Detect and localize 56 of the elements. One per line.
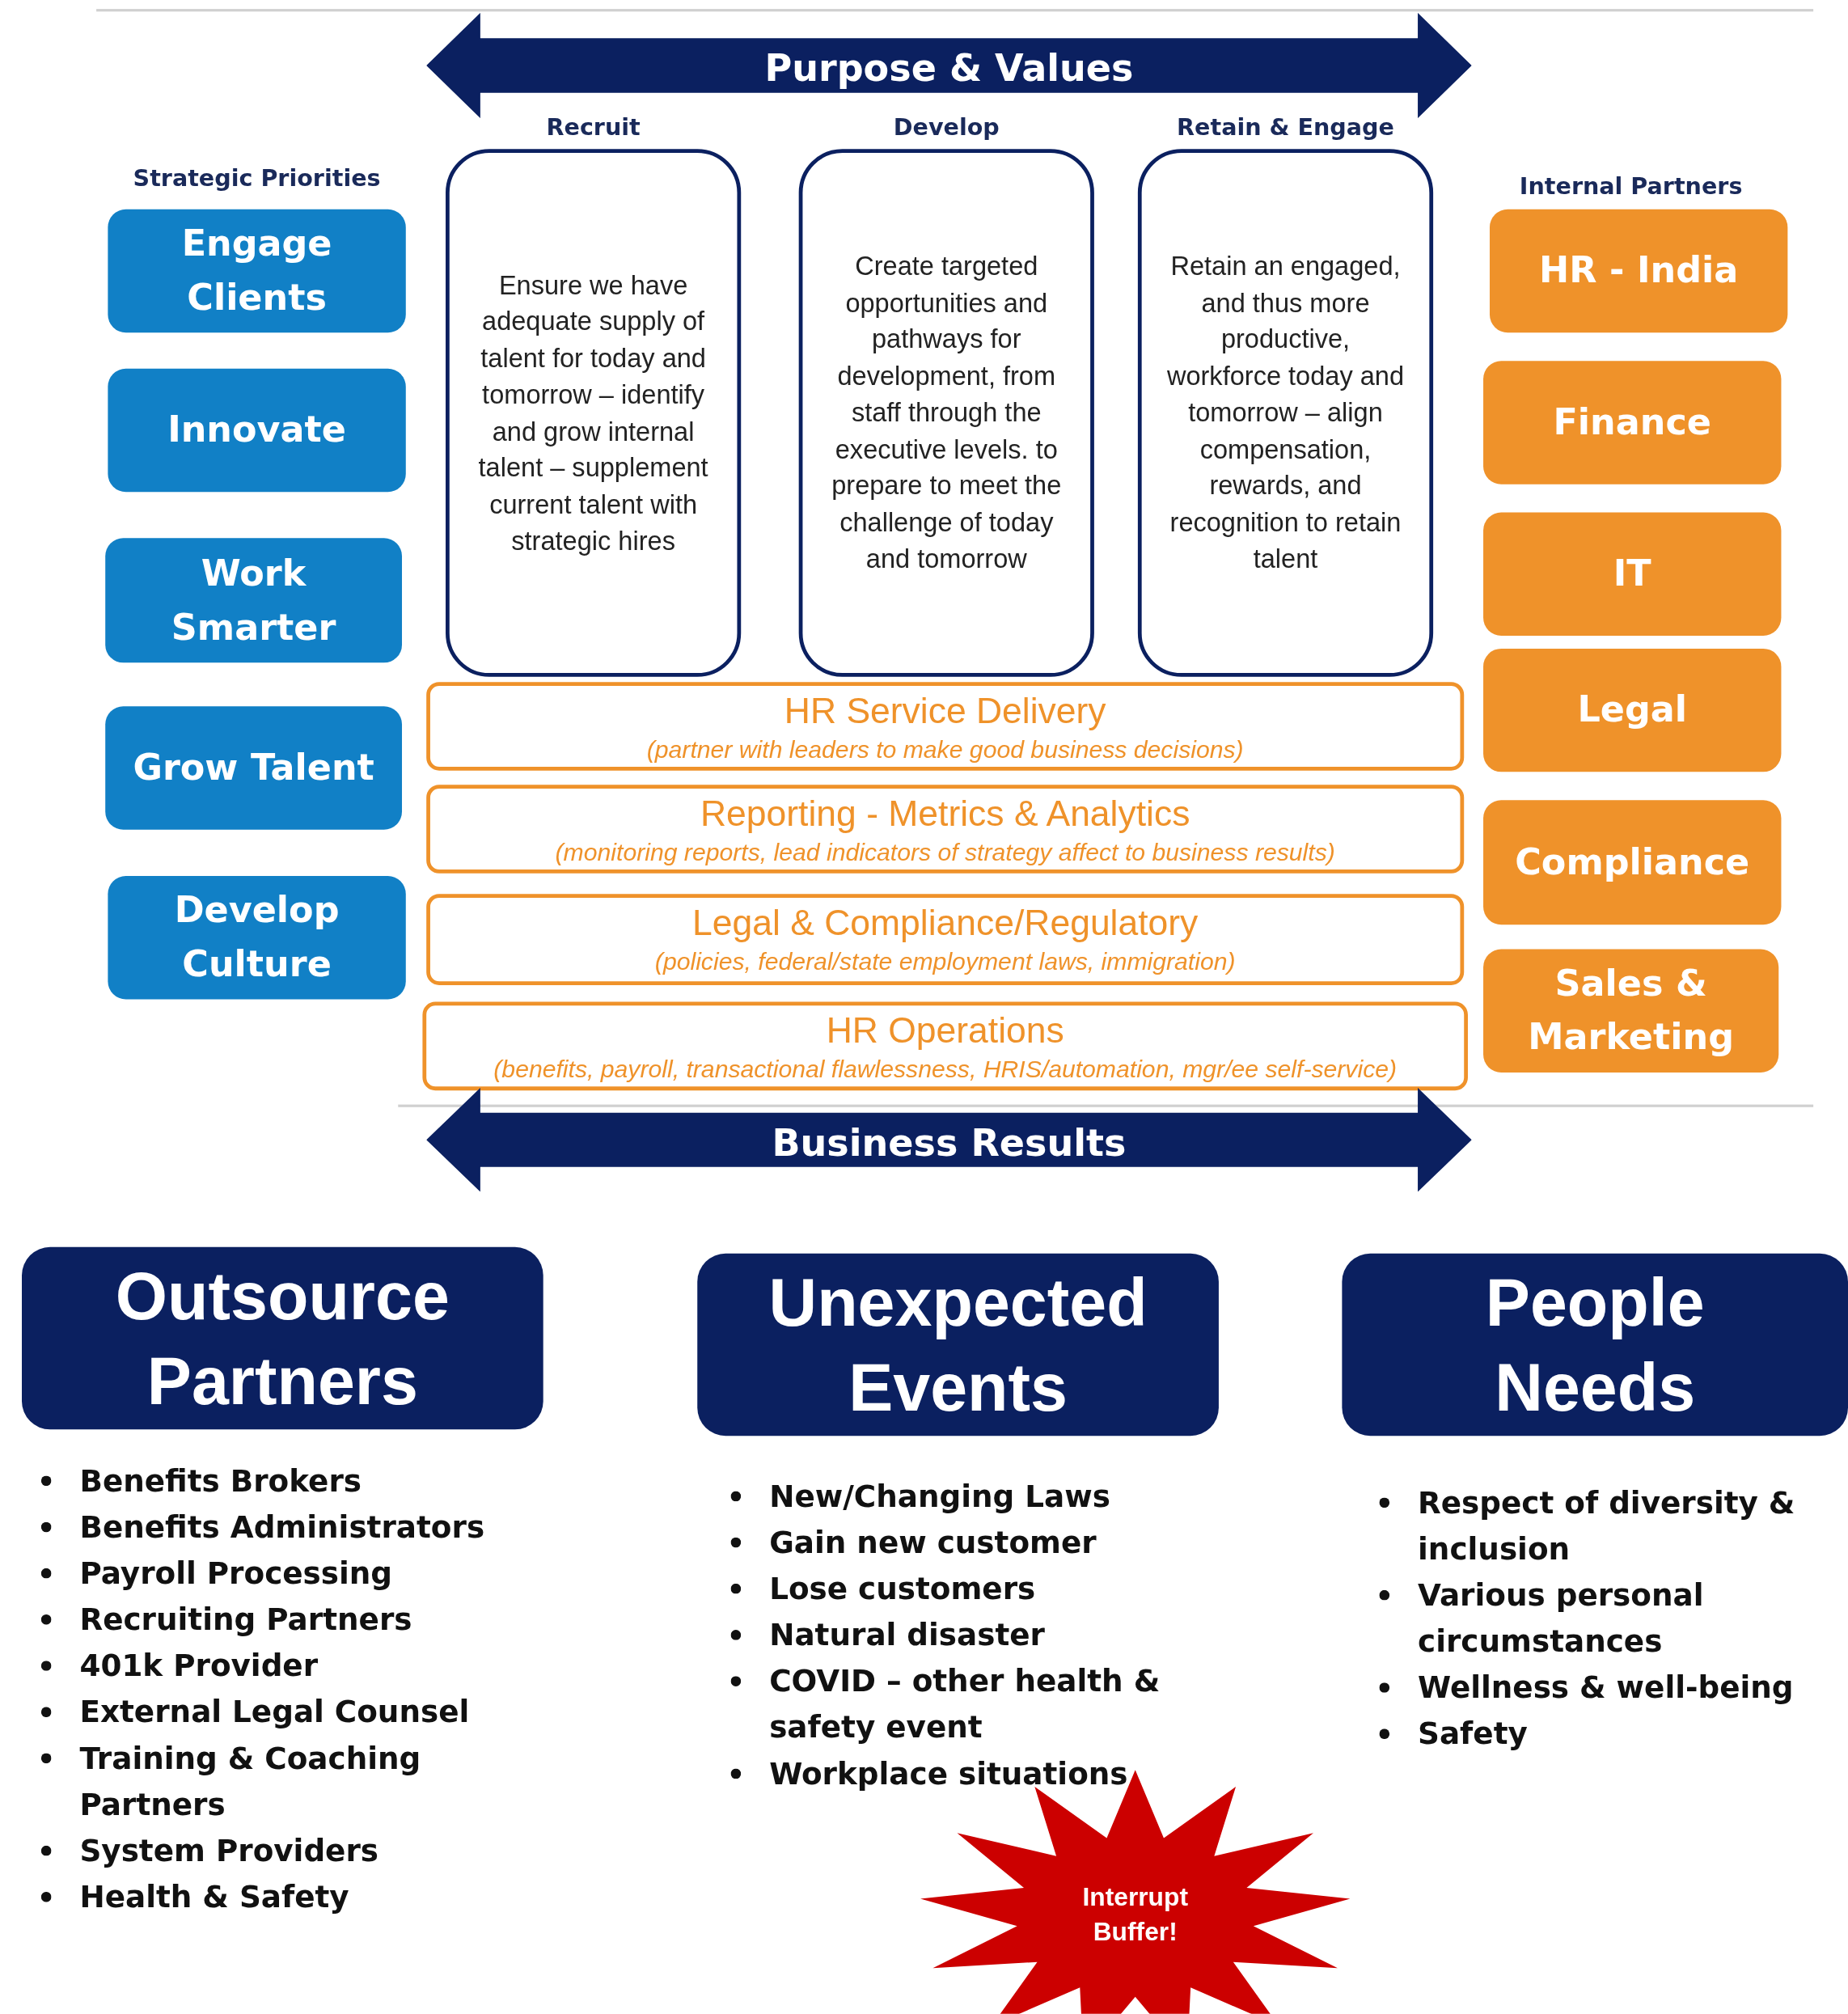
- bullet-text: COVID – other health & safety event: [769, 1663, 1161, 1745]
- bullet-text: External Legal Counsel: [79, 1694, 470, 1730]
- bullet-text: Payroll Processing: [79, 1555, 393, 1592]
- priority-tile: Legal: [1483, 648, 1782, 772]
- bullet-text: Respect of diversity & inclusion: [1418, 1484, 1795, 1568]
- header-box: Outsource Partners: [22, 1246, 543, 1430]
- priority-tile: Innovate: [108, 368, 406, 493]
- priority-tile: Compliance: [1483, 800, 1782, 925]
- arrow-label: Business Results: [772, 1120, 1127, 1164]
- priority-tile: IT: [1483, 512, 1782, 636]
- column-heading: Recruit: [546, 112, 641, 141]
- bullet-text: Safety: [1418, 1716, 1528, 1752]
- bullet-text: New/Changing Laws: [769, 1478, 1110, 1515]
- bullet-text: System Providers: [79, 1832, 379, 1869]
- starburst-label: Interrupt Buffer!: [1081, 1881, 1189, 1948]
- column-heading: Develop: [893, 112, 1000, 141]
- section-caption: Internal Partners: [1518, 171, 1744, 201]
- band-subtitle: (partner with leaders to make good business decisions): [646, 734, 1244, 765]
- band-title: Reporting - Metrics & Analytics: [700, 793, 1190, 836]
- arrow-label: Purpose & Values: [764, 45, 1134, 90]
- bullet-text: Lose customers: [769, 1571, 1036, 1607]
- header-box: People Needs: [1342, 1253, 1848, 1436]
- band-box: [426, 785, 1465, 874]
- band-box: [426, 894, 1465, 985]
- band-title: Legal & Compliance/Regulatory: [692, 902, 1199, 945]
- bullet-text: Workplace situations: [769, 1755, 1128, 1792]
- priority-tile: Sales & Marketing: [1483, 949, 1779, 1073]
- bullet-text: Wellness & well-being: [1418, 1669, 1794, 1706]
- column-text: Create targeted opportunities and pathways for development, from staff through the executive levels. to prepare to meet the challenge of today and tomorrow: [831, 250, 1063, 575]
- bullet-text: Training & Coaching Partners: [79, 1740, 421, 1823]
- bullet-text: Gain new customer: [769, 1524, 1097, 1561]
- header-box: Unexpected Events: [697, 1253, 1219, 1436]
- bullet-text: Natural disaster: [769, 1617, 1045, 1653]
- band-subtitle: (benefits, payroll, transactional flawlessness, HRIS/automation, mgr/ee self-service): [493, 1055, 1398, 1085]
- column-text: Ensure we have adequate supply of talent for today and tomorrow – identify and grow internal talent – supplement current talent with strategic hires: [477, 268, 709, 557]
- column-text: Retain an engaged, and thus more productive, workforce today and tomorrow – align compensation, rewards, and recognition to retain talent: [1165, 250, 1406, 575]
- bullet-text: Various personal circumstances: [1418, 1576, 1704, 1660]
- bullet-text: Recruiting Partners: [79, 1601, 412, 1638]
- band-subtitle: (policies, federal/state employment laws, immigration): [654, 946, 1236, 977]
- priority-tile: HR - India: [1490, 209, 1788, 333]
- bullet-text: Health & Safety: [79, 1879, 349, 1915]
- priority-tile: Work Smarter: [105, 538, 402, 663]
- priority-tile: Engage Clients: [108, 209, 406, 333]
- band-title: HR Operations: [826, 1009, 1064, 1052]
- band-box: [422, 1001, 1468, 1091]
- priority-tile: Finance: [1483, 361, 1782, 484]
- band-title: HR Service Delivery: [784, 690, 1106, 733]
- priority-tile: Grow Talent: [105, 706, 402, 830]
- section-caption: Strategic Priorities: [132, 164, 382, 193]
- column-heading: Retain & Engage: [1177, 112, 1394, 141]
- priority-tile: Develop Culture: [108, 875, 406, 1000]
- bullet-text: Benefits Administrators: [79, 1508, 485, 1546]
- bullet-text: Benefits Brokers: [79, 1462, 362, 1500]
- bullet-text: 401k Provider: [79, 1648, 319, 1684]
- band-subtitle: (monitoring reports, lead indicators of strategy affect to business results): [555, 837, 1335, 868]
- band-box: [426, 682, 1465, 771]
